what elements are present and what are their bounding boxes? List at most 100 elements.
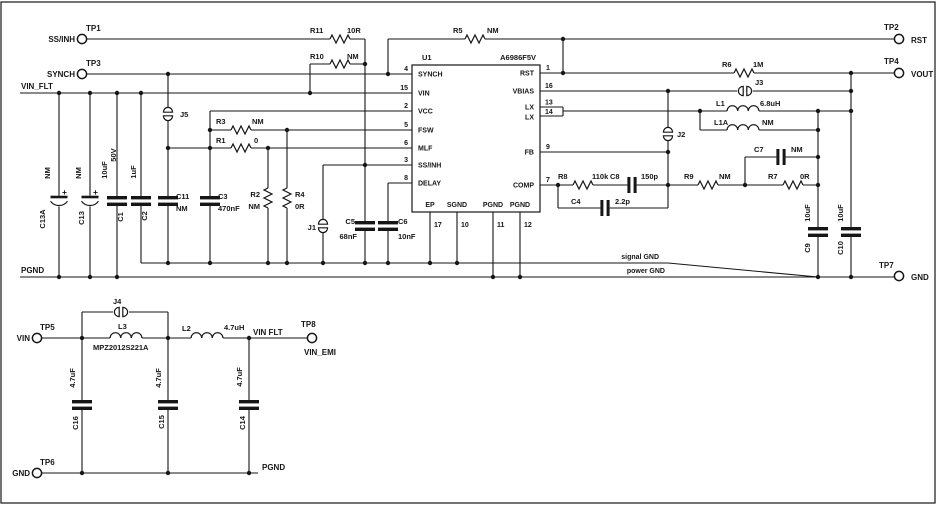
c14-value: 4.7uF	[235, 367, 244, 387]
capacitor-symbol	[600, 200, 610, 216]
c15-ref: C15	[157, 415, 166, 429]
wires-top-section	[20, 38, 895, 278]
tp7-ref: TP7	[879, 261, 894, 270]
c3-ref: C3	[218, 192, 228, 201]
capacitor-C5: C5 68nF	[339, 217, 375, 241]
capacitor-symbol	[131, 196, 151, 206]
c8-ref: C8	[610, 172, 620, 181]
pin-name-vcc: VCC	[418, 109, 433, 116]
c15-value: 4.7uF	[154, 368, 163, 388]
tp8-ref: TP8	[301, 320, 316, 329]
resistor-symbol	[733, 68, 755, 78]
r6-ref: R6	[722, 60, 732, 69]
r7-value: 0R	[800, 172, 810, 181]
pin-num-12: 12	[524, 222, 532, 229]
r10-value: NM	[347, 52, 359, 61]
l2-ref: L2	[182, 324, 191, 333]
capacitor-C4: C4 2.2p	[571, 197, 630, 216]
capacitor-C13A: + NM C13A	[38, 167, 69, 229]
r7-ref: R7	[768, 172, 778, 181]
r9-ref: R9	[684, 172, 694, 181]
capacitor-symbol	[378, 221, 398, 231]
j4-ref: J4	[113, 297, 122, 306]
net-label-vin-flt-bottom: VIN FLT	[253, 328, 283, 337]
pin-num-16: 16	[545, 83, 553, 90]
resistor-R4: R4 0R	[282, 187, 305, 211]
resistor-symbol	[263, 187, 273, 209]
pin-num-5: 5	[404, 122, 408, 129]
resistor-R6: R6 1M	[722, 60, 763, 78]
signal-gnd-rail	[141, 262, 819, 278]
testpoint-circle	[76, 33, 88, 45]
c5-ref: C5	[345, 217, 355, 226]
test-points: TP1 SS/INH TP3 SYNCH TP2 RST TP4 VOUT TP…	[12, 23, 933, 479]
c9-value: 10uF	[803, 204, 812, 222]
r3-value: NM	[252, 117, 264, 126]
capacitor-symbol	[158, 400, 178, 410]
jumper-J1: J1	[308, 218, 329, 234]
r11-ref: R11	[310, 26, 323, 35]
tp5-ref: TP5	[40, 323, 55, 332]
testpoint-TP6: TP6 GND	[12, 458, 55, 479]
j3-ref: J3	[755, 78, 763, 87]
pin-name-fb: FB	[525, 150, 534, 157]
pin-name-synch: SYNCH	[418, 72, 443, 79]
net-labels: VIN_FLT PGND signal GND power GND VIN FL…	[21, 82, 665, 472]
j1-ref: J1	[308, 223, 316, 232]
inductor-L1A: L1A NM	[714, 118, 774, 131]
r4-value: 0R	[295, 202, 305, 211]
tp3-net: SYNCH	[47, 70, 75, 79]
resistor-R11: R11 10R	[310, 26, 361, 44]
r2-value: NM	[248, 202, 260, 211]
testpoint-TP4: TP4 VOUT	[884, 57, 933, 79]
testpoint-TP3: TP3 SYNCH	[47, 59, 101, 80]
testpoint-circle	[31, 467, 43, 479]
inductor-symbol	[109, 332, 143, 339]
c13-ref: C13	[77, 211, 86, 225]
capacitor-symbol	[808, 227, 828, 237]
net-label-pgnd-top: PGND	[21, 266, 44, 275]
pin-name-sgnd: SGND	[447, 202, 467, 209]
l1a-ref: L1A	[714, 118, 729, 127]
c4-ref: C4	[571, 197, 581, 206]
resistor-symbol	[464, 34, 486, 44]
l3-value: MPZ2012S221A	[93, 343, 149, 352]
c6-ref: C6	[398, 217, 408, 226]
r9-value: NM	[719, 172, 731, 181]
capacitor-C2: 1uF C2	[129, 165, 151, 221]
components: R11 10R R10 NM R5 NM R6 1M R3 NM R1 0	[38, 26, 861, 430]
r8-value: 110k	[592, 172, 609, 181]
inductor-symbol	[190, 332, 224, 339]
capacitor-symbol	[80, 195, 100, 207]
c8-value: 150p	[641, 172, 659, 181]
pin-name-vbias: VBIAS	[513, 89, 535, 96]
r1-value: 0	[254, 136, 258, 145]
capacitor-C13: + NM C13	[74, 167, 100, 225]
resistor-R10: R10 NM	[310, 52, 359, 69]
resistor-symbol	[697, 180, 719, 190]
capacitor-symbol	[841, 227, 861, 237]
testpoint-circle	[893, 67, 905, 79]
resistor-R9: R9 NM	[684, 172, 731, 190]
pin-num-3: 3	[404, 157, 408, 164]
pin-num-1: 1	[546, 65, 550, 72]
net-label-pgnd-bottom: PGND	[262, 463, 285, 472]
capacitor-C3: C3 470nF	[200, 192, 240, 213]
resistor-symbol	[282, 187, 292, 209]
c7-ref: C7	[754, 145, 764, 154]
testpoint-circle	[31, 332, 43, 344]
pin-num-6: 6	[404, 140, 408, 147]
inductor-L3: L3 MPZ2012S221A	[93, 322, 149, 352]
pin-name-ssinh: SS/INH	[418, 163, 441, 170]
resistor-symbol	[230, 125, 252, 135]
inductor-L2: L2 4.7uH	[182, 323, 244, 339]
testpoint-TP7: TP7 GND	[879, 261, 929, 282]
capacitor-C1: 10uF 50V C1	[100, 148, 127, 222]
testpoint-TP1: TP1 SS/INH	[48, 24, 101, 45]
resistor-R8: R8 110k	[558, 172, 609, 190]
inductor-symbol	[726, 105, 760, 112]
l1a-value: NM	[762, 118, 774, 127]
c3-value: 470nF	[218, 204, 240, 213]
pin-name-fsw: FSW	[418, 128, 434, 135]
tp2-ref: TP2	[884, 23, 899, 32]
